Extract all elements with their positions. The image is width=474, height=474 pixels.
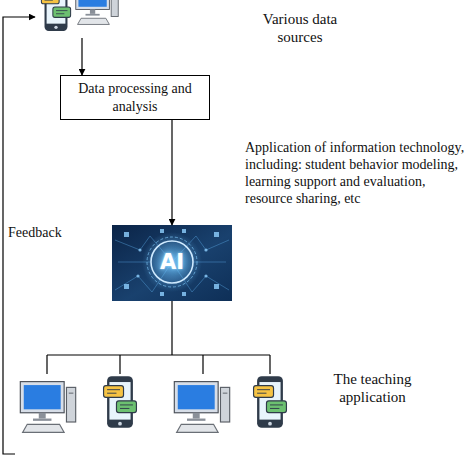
connector-line <box>46 355 47 374</box>
phone-icon <box>41 0 70 31</box>
connector-line <box>269 355 270 374</box>
connector <box>172 120 173 225</box>
teaching-device-group: The teaching application <box>15 372 300 462</box>
connector <box>82 38 83 75</box>
source-icons <box>41 0 118 31</box>
ai-node: AIApplication of information technology,… <box>112 225 232 301</box>
connector-line <box>119 355 120 374</box>
connector-line <box>202 355 203 374</box>
ai-illustration <box>112 225 232 301</box>
connector <box>47 301 270 374</box>
connector-line <box>47 354 270 355</box>
edge-label: Feedback <box>8 224 62 241</box>
box-label: Data processing and analysis <box>67 80 203 114</box>
computer-icon <box>174 382 229 433</box>
connector-line <box>81 38 82 75</box>
teaching-device-icons <box>20 376 286 432</box>
connector-line <box>171 120 172 225</box>
phone-icon <box>104 376 137 428</box>
phone-icon <box>254 376 287 428</box>
data-source-group: Various data sources <box>35 0 120 38</box>
computer-icon <box>76 0 118 24</box>
computer-icon <box>20 382 75 433</box>
group-label: Various data sources <box>240 10 360 47</box>
group-label: The teaching application <box>305 370 440 407</box>
ai-text: AI <box>112 250 232 276</box>
process-box: Data processing and analysis <box>60 75 210 120</box>
connector-line <box>171 301 172 355</box>
annotation-text: Application of information technology, i… <box>245 139 473 207</box>
